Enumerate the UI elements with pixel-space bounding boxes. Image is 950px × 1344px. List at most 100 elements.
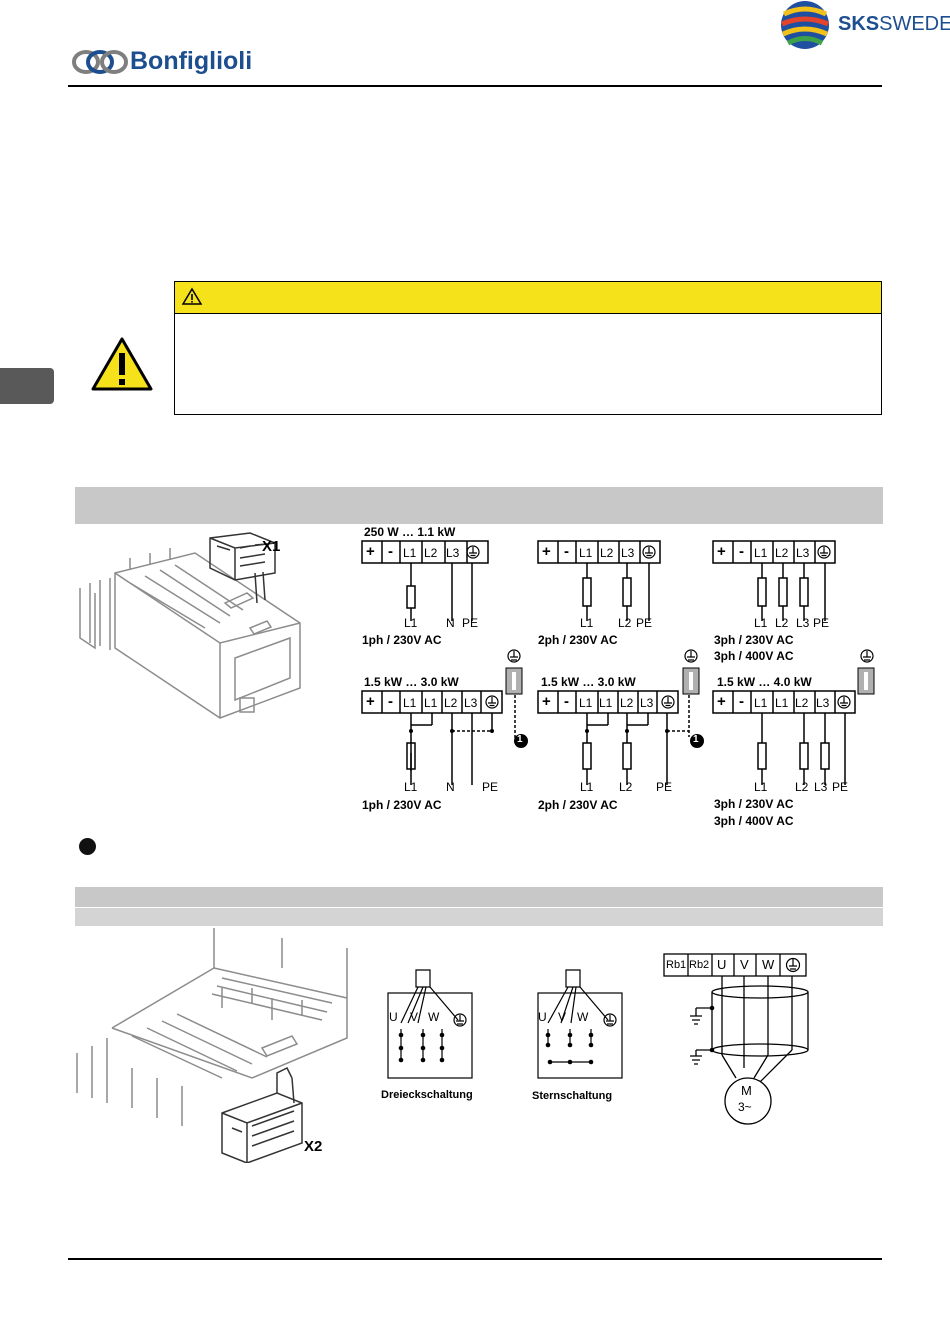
- x1-label: X1: [262, 538, 281, 555]
- bonfiglioli-logo-mark: [72, 50, 128, 74]
- motor-terminal-v: V: [740, 957, 749, 972]
- motor-terminal-rb2: Rb2: [689, 959, 710, 971]
- supply-1ph-d: 1ph / 230V AC: [362, 798, 442, 812]
- sks-globe-icon: [781, 1, 829, 49]
- sks-sweden-logo: SKSSWEDEN: [780, 0, 950, 50]
- note-bullet: [79, 838, 96, 855]
- line-l2-c: L2: [775, 616, 789, 630]
- supply-3ph400-f: 3ph / 400V AC: [714, 814, 794, 828]
- line-n-a: N: [446, 616, 455, 630]
- terminal-minus-a: -: [388, 543, 393, 560]
- supply-1ph-a: 1ph / 230V AC: [362, 633, 442, 647]
- terminal-l1-e2: L1: [599, 696, 613, 710]
- terminal-l3-d: L3: [464, 696, 478, 710]
- terminal-l1-a: L1: [403, 546, 417, 560]
- note-marker-d: 1: [517, 734, 523, 745]
- terminal-plus-e: +: [542, 693, 551, 710]
- terminal-l3-c: L3: [796, 546, 810, 560]
- motor-terminal-w: W: [762, 957, 775, 972]
- line-pe-d: PE: [482, 780, 499, 794]
- earth-terminal-icon: [661, 695, 675, 709]
- supply-2ph-b: 2ph / 230V AC: [538, 633, 618, 647]
- terminal-l2-e: L2: [620, 696, 634, 710]
- earth-terminal-icon: [837, 695, 851, 709]
- line-l3-c: L3: [796, 616, 810, 630]
- section-bar-motor-sub: [75, 908, 883, 926]
- delta-v: V: [410, 1010, 419, 1024]
- section-bar-motor: [75, 887, 883, 907]
- delta-u: U: [389, 1010, 398, 1024]
- terminal-l3-a: L3: [446, 546, 460, 560]
- terminal-l1-f2: L1: [775, 696, 789, 710]
- x2-label: X2: [304, 1138, 323, 1155]
- earth-terminal-icon: [485, 695, 499, 709]
- line-l1-f: L1: [754, 780, 768, 794]
- terminal-minus-c: -: [739, 543, 744, 560]
- terminal-l2-b: L2: [600, 546, 614, 560]
- terminal-l1-f: L1: [754, 696, 768, 710]
- line-pe-c: PE: [813, 616, 830, 630]
- line-l2-b: L2: [618, 616, 632, 630]
- device-x2-drawing: [76, 928, 348, 1163]
- terminal-l1-e: L1: [579, 696, 593, 710]
- terminal-minus-f: -: [739, 693, 744, 710]
- warning-triangle-icon: [91, 337, 153, 391]
- terminal-l2-a: L2: [424, 546, 438, 560]
- motor-phase-label: 3~: [738, 1100, 752, 1114]
- terminal-plus-c: +: [717, 543, 726, 560]
- line-pe-b: PE: [636, 616, 653, 630]
- terminal-l2-f: L2: [795, 696, 809, 710]
- section-bar-mains: [75, 487, 883, 524]
- range-label-a: 250 W … 1.1 kW: [364, 525, 456, 539]
- motor-terminal-rb1: Rb1: [666, 959, 687, 971]
- device-x1-drawing: [79, 532, 301, 719]
- line-l1-e: L1: [580, 780, 594, 794]
- range-label-c: 1.5 kW … 3.0 kW: [541, 675, 636, 689]
- chapter-tab: [0, 368, 54, 404]
- caution-box: [174, 281, 882, 415]
- mains-wiring-diagrams: [361, 540, 875, 785]
- line-l3-f: L3: [814, 780, 828, 794]
- terminal-l3-b: L3: [621, 546, 635, 560]
- earth-terminal-icon: [817, 545, 831, 559]
- terminal-plus-d: +: [366, 693, 375, 710]
- motor-terminal-u: U: [717, 957, 727, 972]
- line-l2-f: L2: [795, 780, 809, 794]
- line-pe-a: PE: [462, 616, 479, 630]
- line-pe-f: PE: [832, 780, 849, 794]
- line-l1-d: L1: [404, 780, 418, 794]
- star-label: Sternschaltung: [532, 1090, 613, 1102]
- motor-wiring-diagram: [663, 953, 809, 1125]
- range-label-d: 1.5 kW … 4.0 kW: [717, 675, 812, 689]
- terminal-plus-f: +: [717, 693, 726, 710]
- earth-terminal-icon: [642, 545, 656, 559]
- delta-w: W: [428, 1010, 440, 1024]
- terminal-plus-b: +: [542, 543, 551, 560]
- bonfiglioli-logo: Bonfiglioli: [72, 46, 272, 78]
- supply-2ph-e: 2ph / 230V AC: [538, 798, 618, 812]
- star-u: U: [538, 1010, 547, 1024]
- terminal-l2-c: L2: [775, 546, 789, 560]
- delta-label: Dreieckschaltung: [381, 1089, 473, 1101]
- caution-header: [175, 282, 881, 314]
- line-l1-a: L1: [404, 616, 418, 630]
- supply-3ph400-c: 3ph / 400V AC: [714, 649, 794, 663]
- star-w: W: [577, 1010, 589, 1024]
- motor-label: M: [741, 1083, 752, 1098]
- supply-3ph230-c: 3ph / 230V AC: [714, 633, 794, 647]
- caution-small-icon: [181, 287, 203, 305]
- terminal-minus-e: -: [564, 693, 569, 710]
- terminal-l1-b: L1: [579, 546, 593, 560]
- terminal-l3-f: L3: [816, 696, 830, 710]
- terminal-l3-e: L3: [640, 696, 654, 710]
- line-l1-b: L1: [580, 616, 594, 630]
- sks-text: SKS: [838, 13, 880, 35]
- terminal-l1-d: L1: [403, 696, 417, 710]
- terminal-l1-c: L1: [754, 546, 768, 560]
- terminal-l1-d2: L1: [424, 696, 438, 710]
- line-pe-e: PE: [656, 780, 673, 794]
- bonfiglioli-wordmark: Bonfiglioli: [130, 47, 253, 75]
- terminal-plus-a: +: [366, 543, 375, 560]
- range-label-b: 1.5 kW … 3.0 kW: [364, 675, 459, 689]
- star-v: V: [558, 1010, 567, 1024]
